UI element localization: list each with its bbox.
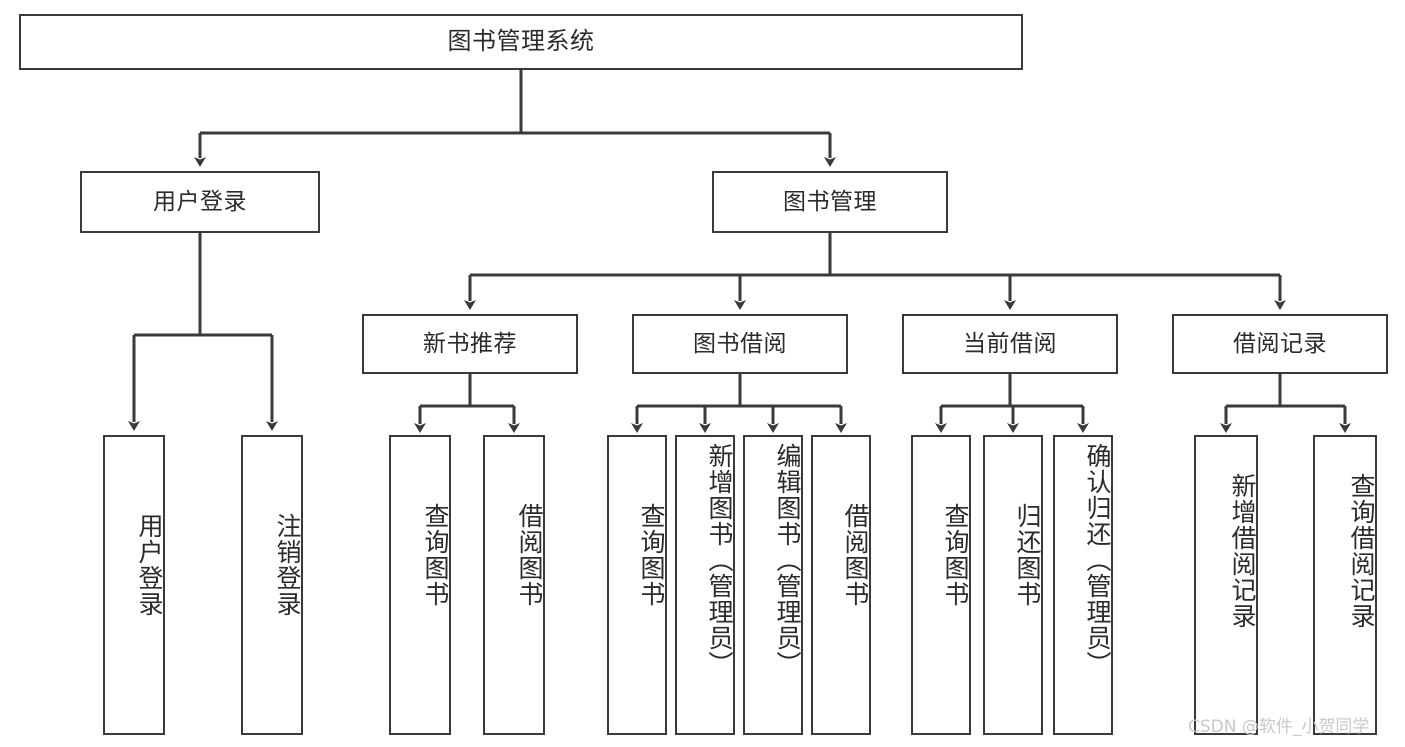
node-leaf-return-book-label: 归还图书 bbox=[1013, 503, 1042, 607]
node-leaf-add-book[interactable]: 新增图书（管理员） bbox=[675, 435, 735, 735]
node-leaf-user-login[interactable]: 用户登录 bbox=[103, 435, 165, 735]
node-leaf-confirm-return[interactable]: 确认归还（管理员） bbox=[1053, 435, 1113, 735]
node-leaf-logout[interactable]: 注销登录 bbox=[241, 435, 303, 735]
node-current-borrow[interactable]: 当前借阅 bbox=[902, 314, 1118, 374]
node-book-manage-label: 图书管理 bbox=[783, 188, 877, 215]
node-borrow-record-label: 借阅记录 bbox=[1233, 330, 1327, 357]
node-root-label: 图书管理系统 bbox=[447, 27, 595, 56]
node-leaf-add-record-label: 新增借阅记录 bbox=[1228, 473, 1257, 629]
node-leaf-query-book-2[interactable]: 查询图书 bbox=[607, 435, 667, 735]
node-leaf-add-book-label: 新增图书（管理员） bbox=[705, 443, 734, 677]
csdn-watermark: CSDN @软件_小贺同学 bbox=[1188, 717, 1370, 737]
node-leaf-edit-book-label: 编辑图书（管理员） bbox=[773, 443, 802, 677]
node-leaf-borrow-book-1[interactable]: 借阅图书 bbox=[483, 435, 545, 735]
node-root[interactable]: 图书管理系统 bbox=[19, 14, 1023, 70]
node-leaf-query-book-1[interactable]: 查询图书 bbox=[389, 435, 451, 735]
node-leaf-borrow-book-2[interactable]: 借阅图书 bbox=[811, 435, 871, 735]
node-leaf-user-login-label: 用户登录 bbox=[135, 513, 164, 617]
node-book-borrow-label: 图书借阅 bbox=[693, 330, 787, 357]
node-leaf-query-book-3-label: 查询图书 bbox=[941, 503, 970, 607]
node-leaf-borrow-book-1-label: 借阅图书 bbox=[515, 503, 544, 607]
node-book-manage[interactable]: 图书管理 bbox=[712, 171, 948, 233]
node-new-book-rec[interactable]: 新书推荐 bbox=[362, 314, 578, 374]
node-leaf-borrow-book-2-label: 借阅图书 bbox=[841, 503, 870, 607]
node-leaf-query-book-3[interactable]: 查询图书 bbox=[911, 435, 971, 735]
node-user-login-label: 用户登录 bbox=[153, 188, 247, 215]
node-book-borrow[interactable]: 图书借阅 bbox=[632, 314, 848, 374]
node-user-login[interactable]: 用户登录 bbox=[80, 171, 320, 233]
node-leaf-query-record[interactable]: 查询借阅记录 bbox=[1313, 435, 1377, 735]
node-current-borrow-label: 当前借阅 bbox=[963, 330, 1057, 357]
node-leaf-query-record-label: 查询借阅记录 bbox=[1347, 473, 1376, 629]
node-new-book-rec-label: 新书推荐 bbox=[423, 330, 517, 357]
node-leaf-query-book-1-label: 查询图书 bbox=[421, 503, 450, 607]
node-leaf-add-record[interactable]: 新增借阅记录 bbox=[1194, 435, 1258, 735]
node-leaf-return-book[interactable]: 归还图书 bbox=[983, 435, 1043, 735]
node-leaf-query-book-2-label: 查询图书 bbox=[637, 503, 666, 607]
node-leaf-edit-book[interactable]: 编辑图书（管理员） bbox=[743, 435, 803, 735]
node-borrow-record[interactable]: 借阅记录 bbox=[1172, 314, 1388, 374]
node-leaf-logout-label: 注销登录 bbox=[273, 513, 302, 617]
node-leaf-confirm-return-label: 确认归还（管理员） bbox=[1083, 443, 1112, 677]
